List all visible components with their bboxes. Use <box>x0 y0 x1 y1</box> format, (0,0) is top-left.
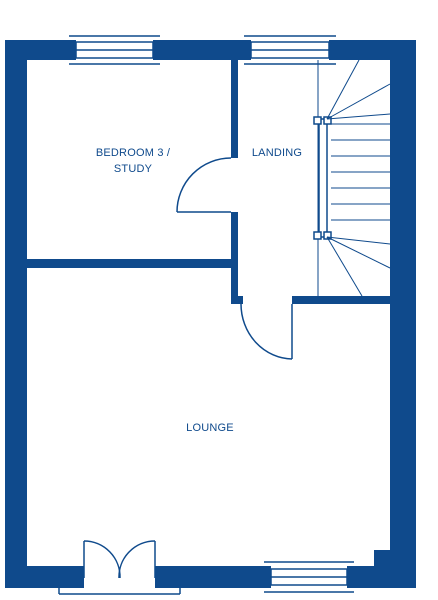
bedroom-lounge-wall <box>27 259 235 268</box>
bottom-wall-mid <box>162 566 264 588</box>
window-landing <box>244 35 336 65</box>
bottom-wall-left <box>5 566 77 588</box>
lounge-door <box>240 303 293 360</box>
top-wall-right <box>336 40 416 60</box>
french-doors <box>58 540 181 595</box>
left-wall <box>5 40 27 588</box>
windows <box>69 35 354 593</box>
bedroom-landing-wall-top <box>231 60 238 158</box>
bedroom-landing-wall-bottom <box>231 212 238 304</box>
lounge-label: LOUNGE <box>186 422 234 434</box>
landing-label: LANDING <box>252 147 302 159</box>
window-lounge <box>264 561 354 593</box>
bedroom-door <box>176 157 232 213</box>
window-bedroom <box>69 35 160 65</box>
stair-bottom-wall <box>292 296 390 304</box>
exterior-walls <box>5 40 416 588</box>
right-wall-notch <box>374 550 394 570</box>
landing-door-jamb <box>231 296 243 304</box>
top-wall-mid <box>160 40 244 60</box>
right-wall <box>390 60 416 588</box>
interior-walls <box>27 60 390 304</box>
bottom-wall-right <box>354 566 416 588</box>
bedroom-label-line1: BEDROOM 3 / <box>96 147 171 159</box>
room-labels: BEDROOM 3 / STUDY LANDING LOUNGE <box>96 147 302 434</box>
bedroom-label-line2: STUDY <box>114 163 153 175</box>
staircase <box>313 59 391 297</box>
